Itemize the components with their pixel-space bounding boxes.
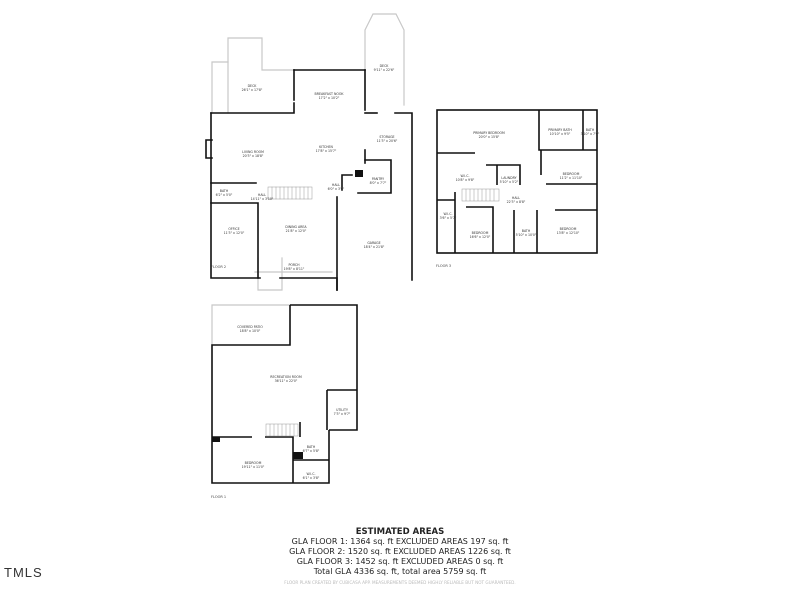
room-label: W.I.C.6'1" x 3'8" (302, 472, 320, 480)
room-label: W.I.C.10'8" x 9'8" (455, 174, 475, 182)
summary-line: GLA FLOOR 2: 1520 sq. ft EXCLUDED AREAS … (289, 547, 511, 556)
summary-line: GLA FLOOR 3: 1452 sq. ft EXCLUDED AREAS … (296, 557, 504, 566)
disclaimer: FLOOR PLAN CREATED BY CUBICASA APP. MEAS… (284, 580, 516, 585)
summary-line: Total GLA 4336 sq. ft, total area 5759 s… (313, 567, 487, 576)
summary-title: ESTIMATED AREAS (355, 527, 445, 537)
floor-label: FLOOR 3 (436, 264, 452, 268)
estimated-areas: ESTIMATED AREAS GLA FLOOR 1: 1364 sq. ft… (230, 527, 570, 577)
summary-line: GLA FLOOR 1: 1364 sq. ft EXCLUDED AREAS … (291, 537, 509, 546)
floor-label: FLOOR 2 (211, 265, 227, 269)
floor-label: FLOOR 1 (211, 495, 227, 499)
room-label: W.I.C.3'6" x 5'7" (439, 212, 457, 220)
tmls-logo: TMLS (4, 565, 43, 580)
